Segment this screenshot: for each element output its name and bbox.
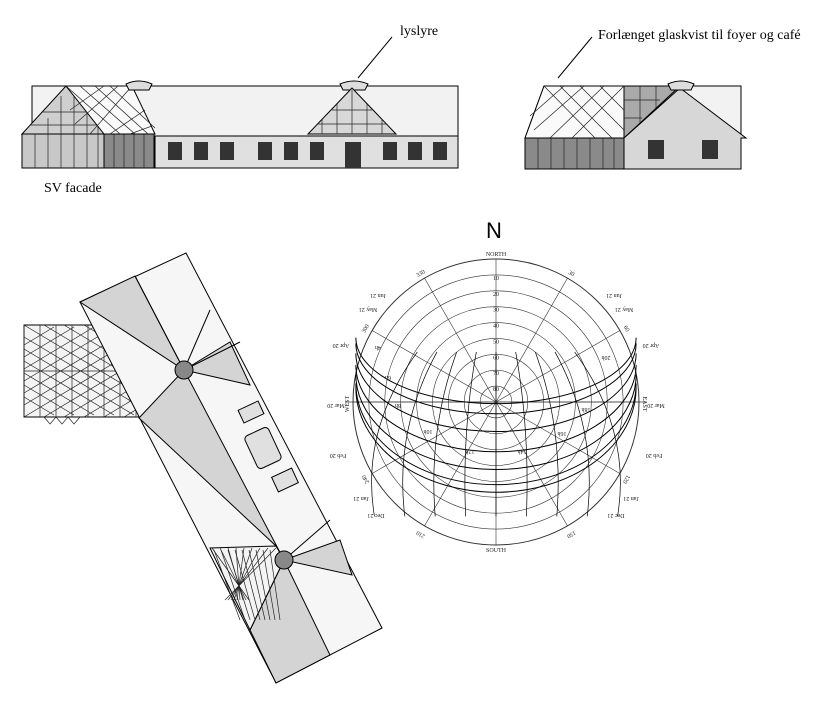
hour-label: 18h — [582, 406, 591, 412]
glass-base-right — [524, 137, 625, 170]
site-plan — [23, 252, 383, 684]
wing-teeth — [43, 416, 81, 425]
skylight-hub-upper — [174, 360, 194, 380]
azimuth-label: 240 — [361, 474, 371, 485]
azimuth-spoke — [372, 330, 497, 403]
label-glaskvist: Forlænget glaskvist til foyer og café — [598, 28, 801, 43]
leader-lyslyre — [357, 36, 393, 79]
azimuth-label: 120 — [621, 474, 631, 485]
date-label-left: Jun 21 — [370, 292, 386, 298]
altitude-label: 40 — [493, 324, 499, 330]
sun-path-hour — [371, 351, 418, 517]
hour-label: 14h — [518, 448, 527, 454]
skylight-hub-lower — [274, 550, 294, 570]
date-label-left: May 21 — [359, 306, 378, 312]
date-label-left: Dec 21 — [367, 512, 384, 518]
azimuth-spoke — [495, 401, 568, 526]
sun-path-hour — [515, 351, 528, 517]
azimuth-label: 60 — [622, 325, 630, 333]
date-label-left: Mar 20 — [327, 402, 345, 408]
leader-glaskvist — [557, 36, 593, 79]
altitude-label: 80 — [493, 387, 499, 393]
date-label-right: Mar 20 — [647, 402, 665, 408]
azimuth-spoke — [495, 401, 620, 474]
skylight-cap-right — [667, 80, 695, 91]
date-label-left: Jan 21 — [353, 495, 369, 501]
gable-window-left — [648, 140, 664, 159]
hour-label: 4h — [375, 344, 381, 350]
sun-path-hour — [554, 351, 590, 517]
date-label-right: Dec 21 — [607, 512, 624, 518]
compass-south: SOUTH — [486, 548, 507, 554]
hour-label: 8h — [395, 402, 401, 408]
date-label-right: Apr 20 — [643, 342, 660, 348]
hour-label: 6h — [385, 374, 391, 380]
altitude-label: 30 — [493, 308, 499, 314]
azimuth-label: 210 — [416, 529, 427, 539]
azimuth-label: 330 — [416, 269, 427, 279]
compass-west: WEST — [345, 396, 351, 413]
azimuth-spoke — [424, 278, 497, 403]
glass-section-dark — [103, 133, 155, 169]
hour-label: 10h — [424, 428, 433, 434]
label-sv-facade: SV facade — [44, 181, 102, 196]
date-label-right: Jun 21 — [606, 292, 622, 298]
sun-path-chart: NORTH SOUTH EAST WEST 10 20 30 40 50 60 70 80 30 60 12… — [327, 252, 665, 554]
gable-window-right — [702, 140, 718, 159]
date-label-right: May 21 — [615, 306, 634, 312]
azimuth-spoke — [495, 278, 568, 403]
azimuth-label: 300 — [361, 324, 371, 335]
altitude-label: 10 — [493, 276, 499, 282]
azimuth-label: 150 — [566, 529, 577, 539]
altitude-label: 60 — [493, 355, 499, 361]
skylight-cap-middle — [339, 80, 369, 91]
compass-north: NORTH — [486, 252, 507, 258]
date-label-right: Jan 21 — [623, 495, 639, 501]
altitude-label: 70 — [493, 371, 499, 377]
azimuth-spoke — [372, 401, 497, 474]
gable-elevation — [524, 36, 748, 170]
label-lyslyre: lyslyre — [400, 24, 438, 39]
hour-label: 12h — [466, 448, 475, 454]
azimuth-spoke — [424, 401, 497, 526]
azimuth-spoke — [495, 330, 620, 403]
label-north: N — [486, 218, 502, 243]
hour-label: 20h — [602, 354, 611, 360]
skylight-cap-left — [125, 80, 153, 91]
sv-facade-elevation — [20, 36, 459, 169]
date-label-right: Feb 20 — [646, 452, 663, 458]
sun-path-hour — [402, 351, 438, 517]
compass-east: EAST — [641, 397, 647, 412]
altitude-label: 20 — [493, 292, 499, 298]
sun-path-hour — [464, 351, 477, 517]
date-label-left: Apr 20 — [333, 342, 350, 348]
sun-path-hour — [433, 351, 458, 517]
hour-label: 16h — [558, 430, 567, 436]
sun-path-hour — [534, 351, 559, 517]
date-label-left: Feb 20 — [330, 452, 347, 458]
altitude-label: 50 — [493, 339, 499, 345]
azimuth-label: 30 — [567, 270, 575, 278]
sun-path-hour — [574, 351, 621, 517]
room-core — [244, 427, 282, 469]
facade-windows — [168, 142, 447, 168]
